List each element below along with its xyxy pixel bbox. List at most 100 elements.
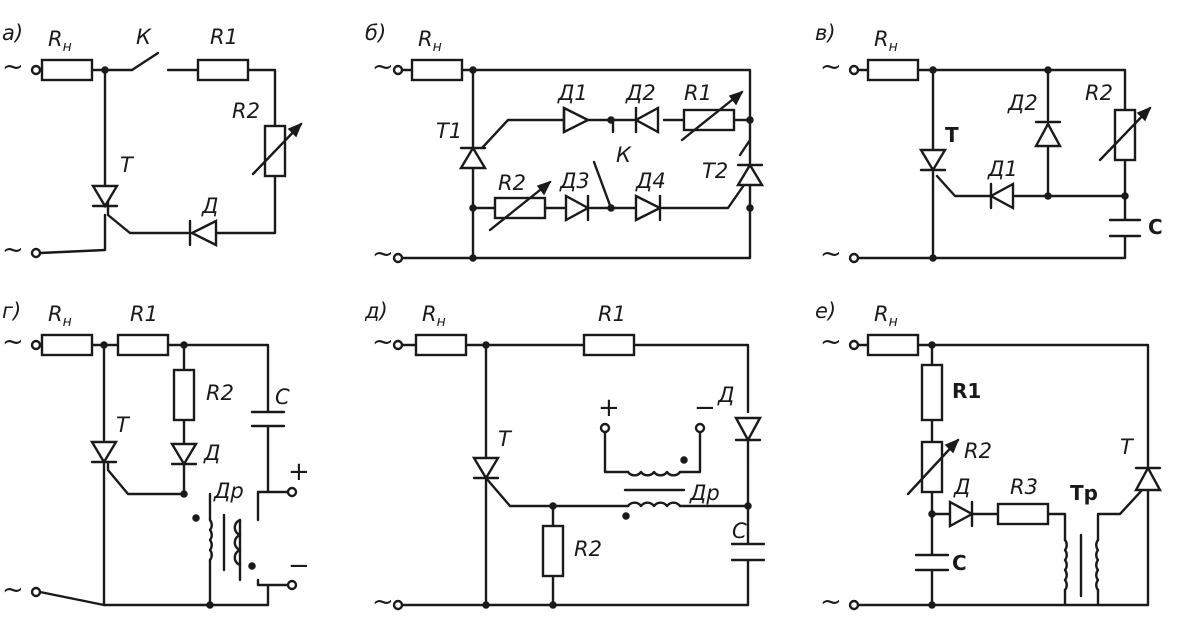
panel-g-choke-winding-2 [233,518,242,567]
panel-d-terminal-minus [694,422,706,434]
panel-b-d1-label: Д1 [557,81,588,105]
panel-g-load-resistor [40,333,94,357]
panel-g-terminal-plus [286,486,298,498]
panel-g-choke-winding-1 [208,518,213,562]
panel-b-d2 [633,105,660,135]
panel-b-t2 [735,162,765,187]
panel-b-d4 [634,194,663,222]
panel-b-ac-top: ~ [372,52,394,82]
panel-e-r3 [996,502,1050,526]
panel-d-wires [400,343,766,607]
panel-g-r1 [116,333,170,357]
panel-v-thyristor [918,148,948,173]
panel-g-diode-label: Д [203,441,220,465]
panel-e-load-resistor [866,333,920,357]
panel-a: а) ~ ~ Rн К R1 R2 Т Д [2,21,303,265]
panel-a-r1-label: R1 [210,25,238,49]
panel-a-diode [189,219,218,247]
panel-e-transformer-secondary [1095,538,1100,592]
panel-b-r1-label: R1 [684,81,712,105]
panel-a-ac-bottom: ~ [2,235,24,265]
panel-d-load-resistor [414,333,468,357]
panel-g-r1-label: R1 [130,302,158,326]
panel-v-wires [856,68,1142,260]
panel-a-thyristor [90,184,120,209]
panel-g: г) ~ ~ Rн R1 R2 С Т Д Др + − [2,299,310,609]
panel-b-d3 [564,193,591,223]
panel-v-load-resistor [866,58,920,82]
panel-b-r2-label: R2 [498,171,526,195]
panel-b: б) ~ ~ Rн Т1 Д1 Д2 R1 R2 Д3 Д4 К Т2 [365,21,765,269]
panel-b-d2-label: Д2 [625,81,656,105]
panel-e-r2-label: R2 [964,439,992,463]
panel-d-choke-winding-bottom [626,501,682,508]
panel-e-thyristor-label: Т [1120,435,1135,459]
panel-v: в) ~ ~ Rн Т Д1 Д2 R2 С [815,21,1163,269]
panel-d-r2-label: R2 [574,537,602,561]
panel-b-load-label: Rн [418,27,442,55]
panel-v-letter: в) [815,21,836,45]
panel-b-ac-bottom: ~ [372,239,394,269]
panel-g-plus-label: + [288,457,310,487]
panel-v-d1-label: Д1 [987,157,1018,181]
panel-v-d2 [1033,121,1063,148]
panel-g-r2-label: R2 [206,381,234,405]
panel-g-load-label: Rн [48,302,72,330]
panel-d-plus-label: + [598,393,620,423]
panel-d-load-label: Rн [422,302,446,330]
panel-b-r1 [682,108,736,132]
panel-d-thyristor-label: Т [498,427,513,451]
panel-b-t1-label: Т1 [436,119,462,143]
panel-b-d3-label: Д3 [559,169,590,193]
panel-e-r1-label: R1 [952,379,981,403]
panel-a-r2-arrowhead [287,122,303,138]
panel-a-r1 [196,58,250,82]
panel-e-cap-label: С [952,551,967,575]
panel-b-r1-arrow [680,90,744,142]
panel-g-thyristor-label: Т [116,413,131,437]
panel-d-choke-label: Др [689,481,720,505]
panel-b-d1 [562,106,591,134]
panel-g-choke-label: Др [213,479,244,503]
panel-d-letter: д) [364,299,388,323]
panel-e-transformer-primary [1063,538,1068,592]
panel-v-d1 [988,181,1015,211]
panel-e-ac-bottom: ~ [820,587,842,617]
panel-d: д) ~ ~ Rн R1 Т Д Др R2 С + − [364,299,766,617]
panel-a-load-resistor [40,58,94,82]
panel-v-d2-label: Д2 [1007,91,1038,115]
panel-d-r1 [582,333,636,357]
panel-e-thyristor [1133,465,1163,492]
panel-d-terminal-plus [599,422,611,434]
panel-a-r2-label: R2 [232,99,260,123]
panel-b-load-resistor [410,58,464,82]
panel-b-r2 [493,196,547,220]
panel-b-d4-label: Д4 [635,169,666,193]
panel-v-cap-label: С [1148,215,1163,239]
panel-a-ac-top: ~ [2,52,24,82]
panel-a-diode-label: Д [201,194,218,218]
panel-g-ac-bottom: ~ [2,575,24,605]
panel-a-letter: а) [2,21,23,45]
panel-g-diode [169,442,199,467]
panel-d-ac-top: ~ [372,327,394,357]
panel-a-thyristor-label: Т [120,153,135,177]
panel-e-diode-label: Д [953,475,970,499]
panel-g-minus-label: − [288,551,310,581]
panel-b-t1 [458,145,488,170]
panel-b-t2-label: Т2 [702,159,728,183]
panel-v-load-label: Rн [874,27,898,55]
panel-d-r2 [541,524,565,578]
panel-g-thyristor [89,440,119,465]
panel-d-choke-winding-top [626,470,682,477]
panel-v-ac-top: ~ [820,52,842,82]
panel-v-thyristor-label: Т [945,123,959,147]
panel-e-wires [856,343,1150,607]
panel-a-wires [38,68,277,255]
panel-e-r3-label: R3 [1010,475,1038,499]
panel-d-ac-bottom: ~ [372,587,394,617]
panel-a-switch [130,51,160,72]
panel-e-diode [948,499,975,529]
panel-v-ac-bottom: ~ [820,239,842,269]
